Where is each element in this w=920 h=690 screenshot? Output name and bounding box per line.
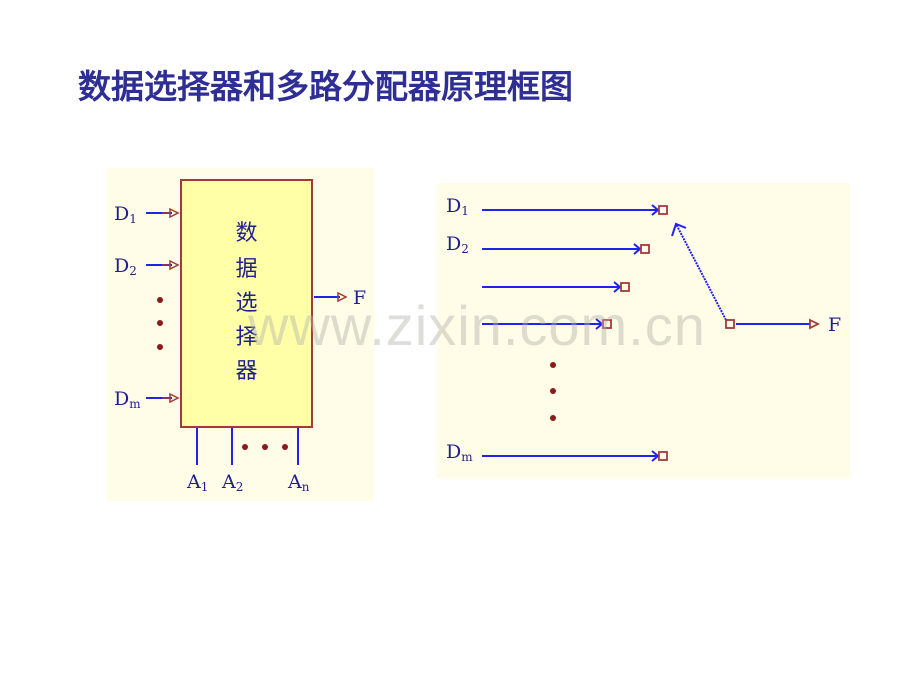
switch-input-label-d2: D2 <box>446 233 469 256</box>
mux-char: 择 <box>235 325 258 350</box>
select-label-a1: A1 <box>187 471 209 494</box>
output-label-f: F <box>353 287 367 309</box>
select-label-an: An <box>288 471 310 494</box>
switch-contact-icon <box>602 205 821 461</box>
switch-diagram-panel <box>437 183 850 478</box>
switch-output-label-f: F <box>828 314 842 336</box>
page-title: 数据选择器和多路分配器原理框图 <box>78 67 573 106</box>
mux-block: 数 据 选 择 器 <box>180 179 313 428</box>
mux-char: 选 <box>235 291 258 316</box>
select-label-a2: A2 <box>222 471 244 494</box>
mux-char: 数 <box>235 221 258 246</box>
switch-input-label-dm: Dm <box>446 441 473 464</box>
arrow-icon <box>162 207 348 404</box>
switch-input-label-d1: D1 <box>446 195 469 218</box>
mux-char: 器 <box>235 359 258 384</box>
input-label-d1: D1 <box>114 203 137 226</box>
input-label-dm: Dm <box>114 388 141 411</box>
input-label-d2: D2 <box>114 255 137 278</box>
ellipsis-dots <box>157 297 556 450</box>
watermark: www.zixin.com.cn <box>248 294 706 357</box>
mux-char: 据 <box>235 257 258 282</box>
